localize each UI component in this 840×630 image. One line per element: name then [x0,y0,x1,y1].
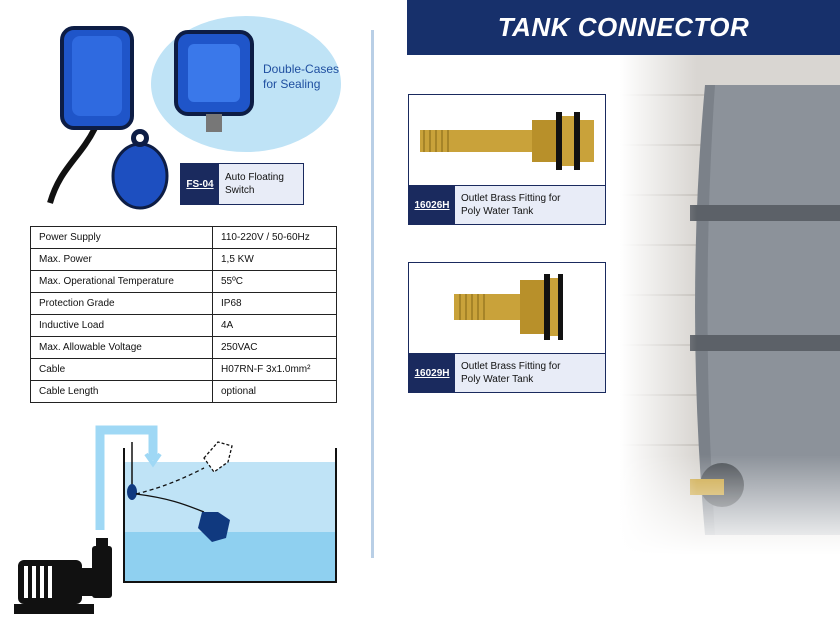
column-divider [371,30,374,558]
sealing-label-line1: Double-Cases [263,62,340,76]
spec-label: Cable Length [30,380,213,403]
product-code-box: 16029H Outlet Brass Fitting for Poly Wat… [409,354,605,392]
float-switch-photo [47,26,169,210]
product-code-box: 16026H Outlet Brass Fitting for Poly Wat… [409,186,605,224]
product-name-line2: Switch [225,185,255,196]
spec-label: Max. Operational Temperature [30,270,213,293]
product-description: Outlet Brass Fitting for Poly Water Tank [455,354,566,392]
spec-value: 1,5 KW [212,248,337,271]
title-banner: TANK CONNECTOR [407,0,840,55]
brass-fitting-image [454,274,563,340]
spec-value: IP68 [212,292,337,315]
product-card: 16026H Outlet Brass Fitting for Poly Wat… [408,94,606,225]
pump-tank-diagram [14,425,337,614]
product-photo [409,263,605,354]
spec-label: Cable [30,358,213,381]
product-code: FS-04 [181,164,219,204]
brass-fitting-image [420,112,594,170]
page-title: TANK CONNECTOR [497,12,750,42]
barrel-photo [620,55,840,555]
spec-value: 110-220V / 50-60Hz [212,226,337,249]
spec-value: 4A [212,314,337,337]
product-description-line2: Poly Water Tank [461,206,534,217]
spec-label: Max. Power [30,248,213,271]
product-description: Outlet Brass Fitting for Poly Water Tank [455,186,566,224]
spec-value: 250VAC [212,336,337,359]
spec-value: 55ºC [212,270,337,293]
spec-value: optional [212,380,337,403]
product-description-line1: Outlet Brass Fitting for [461,361,561,372]
product-description-line2: Poly Water Tank [461,374,534,385]
product-card: 16029H Outlet Brass Fitting for Poly Wat… [408,262,606,393]
spec-label: Max. Allowable Voltage [30,336,213,359]
product-name: Auto Floating Switch [219,164,290,204]
product-code: 16026H [409,186,455,224]
double-case-bubble [151,16,341,152]
product-code: 16029H [409,354,455,392]
product-description-line1: Outlet Brass Fitting for [461,193,561,204]
spec-label: Power Supply [30,226,213,249]
product-name-line1: Auto Floating [225,172,284,183]
sealing-label: Double-Cases for Sealing [263,62,341,92]
spec-label: Protection Grade [30,292,213,315]
spec-value: H07RN-F 3x1.0mm² [212,358,337,381]
spec-label: Inductive Load [30,314,213,337]
sealing-label-line2: for Sealing [263,77,321,91]
product-photo [409,95,605,186]
product-code-box: FS-04 Auto Floating Switch [180,163,304,205]
